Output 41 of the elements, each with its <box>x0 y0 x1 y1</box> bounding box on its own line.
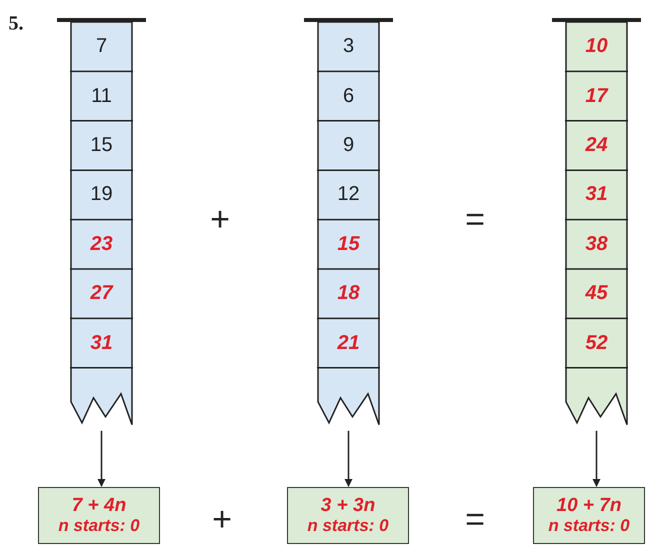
number-cell: 31 <box>565 170 628 220</box>
formula-text: 10 + 7n <box>556 496 622 516</box>
formula-text: 7 + 4n <box>72 496 126 516</box>
equals-sign: = <box>465 200 485 240</box>
start-value-text: n starts: 0 <box>548 516 630 536</box>
arrow <box>344 430 352 487</box>
formula-box <box>38 487 160 544</box>
number-cell: 27 <box>70 269 133 318</box>
formula-box <box>533 487 645 544</box>
number-cell: 6 <box>317 71 380 121</box>
number-cell: 21 <box>317 318 380 368</box>
equals-sign: = <box>465 500 485 540</box>
start-value-text: n starts: 0 <box>58 516 140 536</box>
formula-text: 3 + 3n <box>320 496 376 516</box>
arrow <box>98 430 106 487</box>
number-strip <box>317 22 380 425</box>
number-cell: 17 <box>565 71 628 121</box>
number-cell: 15 <box>317 220 380 269</box>
start-value-text: n starts: 0 <box>307 516 389 536</box>
number-cell: 10 <box>565 22 628 72</box>
number-cell: 3 <box>317 22 380 72</box>
number-cell: 18 <box>317 269 380 318</box>
number-cell: 12 <box>317 170 380 220</box>
number-cell: 9 <box>317 120 380 170</box>
number-cell: 31 <box>70 318 133 368</box>
number-cell: 45 <box>565 269 628 318</box>
number-cell: 52 <box>565 318 628 368</box>
number-cell: 24 <box>565 120 628 170</box>
plus-sign: + <box>212 500 232 540</box>
number-strip <box>565 22 628 425</box>
number-cell: 11 <box>70 71 133 121</box>
number-strip <box>70 22 133 425</box>
number-cell: 15 <box>70 120 133 170</box>
problem-number: 5. <box>8 12 24 36</box>
number-cell: 7 <box>70 22 133 72</box>
number-cell: 38 <box>565 220 628 269</box>
arrow <box>592 430 600 487</box>
number-cell: 23 <box>70 220 133 269</box>
number-cell: 19 <box>70 170 133 220</box>
plus-sign: + <box>210 200 230 240</box>
formula-box <box>287 487 409 544</box>
